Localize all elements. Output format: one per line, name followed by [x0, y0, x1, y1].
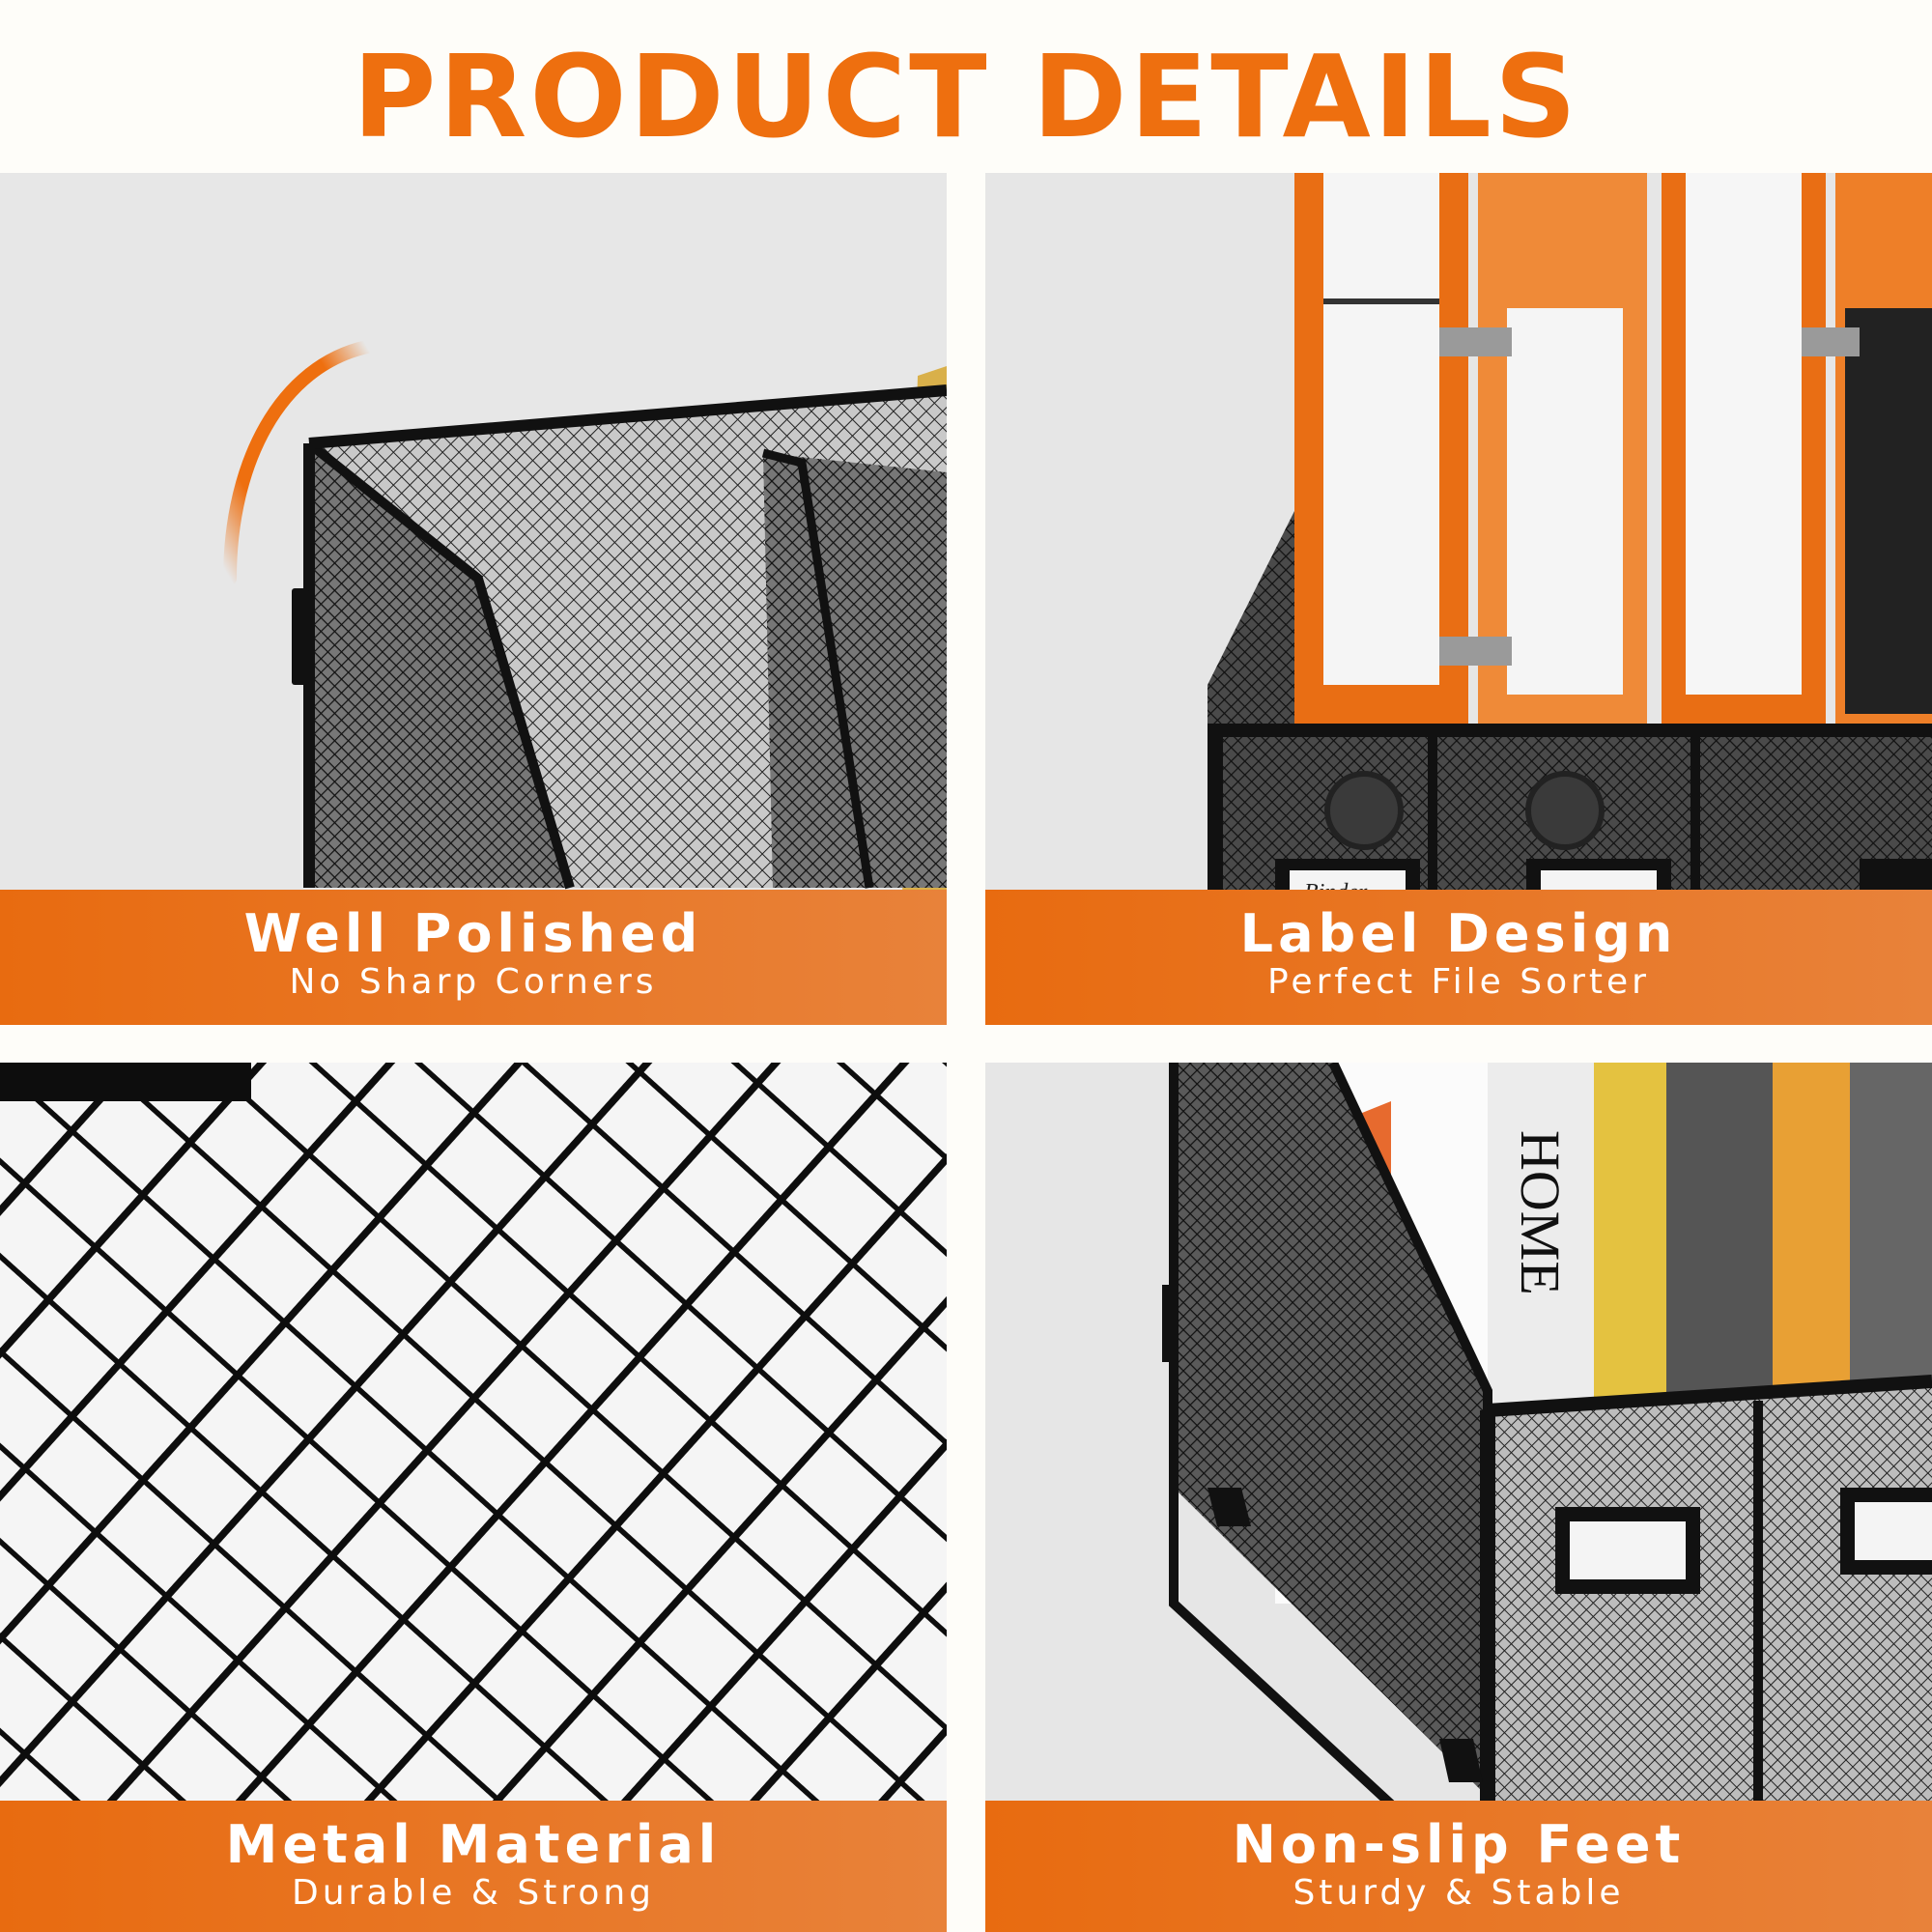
caption-band: Non-slip Feet Sturdy & Stable — [985, 1801, 1932, 1932]
feature-heading: Non-slip Feet — [1232, 1814, 1686, 1875]
caption-band: Metal Material Durable & Strong — [0, 1801, 947, 1932]
non-slip-foot — [1439, 1739, 1483, 1782]
feature-heading: Metal Material — [225, 1814, 722, 1875]
feature-heading: Well Polished — [243, 903, 703, 964]
feature-subheading: Durable & Strong — [291, 1873, 656, 1913]
metal-mesh-photo — [0, 1063, 947, 1932]
binders-sorter-photo: Binder — [985, 173, 1932, 1025]
non-slip-foot — [1208, 1488, 1251, 1526]
panel-label-design: Binder Label Design Perfect File Sorter — [985, 173, 1932, 1025]
feature-subheading: Perfect File Sorter — [1267, 962, 1650, 1002]
caption-band: Label Design Perfect File Sorter — [985, 890, 1932, 1025]
magazine-sorter-photo: HOME — [985, 1063, 1932, 1932]
feature-subheading: Sturdy & Stable — [1293, 1873, 1625, 1913]
feature-subheading: No Sharp Corners — [289, 962, 658, 1002]
mesh-corner-photo — [0, 173, 947, 1025]
magazine-title-text: HOME — [1509, 1130, 1572, 1295]
panel-metal-material: Metal Material Durable & Strong — [0, 1063, 947, 1932]
panel-well-polished: Well Polished No Sharp Corners — [0, 173, 947, 1025]
feature-heading: Label Design — [1239, 903, 1678, 964]
caption-band: Well Polished No Sharp Corners — [0, 890, 947, 1025]
page-title: PRODUCT DETAILS — [353, 30, 1579, 163]
panel-non-slip-feet: HOME Non-slip Feet Sturdy & Stable — [985, 1063, 1932, 1932]
